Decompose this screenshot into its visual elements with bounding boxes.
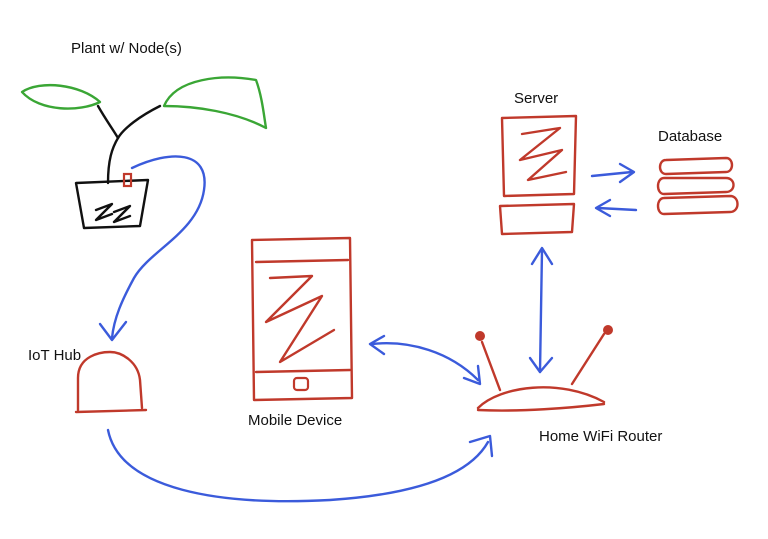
- plant-node-sensor: [122, 172, 133, 188]
- arrows-server-database: [590, 162, 638, 218]
- label-iot-hub: IoT Hub: [28, 347, 82, 364]
- arrow-mobile-router: [368, 334, 482, 386]
- arrow-hub-to-router: [106, 428, 494, 503]
- label-database: Database: [658, 128, 723, 145]
- mobile-device-icon: [250, 236, 354, 402]
- label-plant: Plant w/ Node(s): [71, 40, 182, 57]
- plant-icon: [20, 76, 268, 230]
- iot-hub-icon: [74, 350, 148, 414]
- plant-leaf-right: [162, 76, 268, 130]
- pot-logo-left: [94, 202, 114, 222]
- label-server: Server: [514, 90, 559, 107]
- router-antenna-right-tip: [603, 325, 613, 335]
- label-home-wifi-router: Home WiFi Router: [539, 428, 663, 445]
- plant-leaf-left: [20, 83, 102, 110]
- database-icon: [656, 156, 739, 216]
- pot-logo-right: [112, 204, 132, 224]
- label-mobile-device: Mobile Device: [248, 412, 343, 429]
- router-antenna-left-tip: [475, 331, 485, 341]
- plant-stem-right: [106, 104, 162, 185]
- mobile-home-button: [292, 376, 310, 392]
- plant-stem-left: [96, 104, 120, 140]
- router-icon: [475, 325, 613, 412]
- arrow-server-router: [528, 246, 554, 374]
- server-icon: [498, 114, 578, 236]
- arrow-plant-to-hub: [98, 155, 206, 342]
